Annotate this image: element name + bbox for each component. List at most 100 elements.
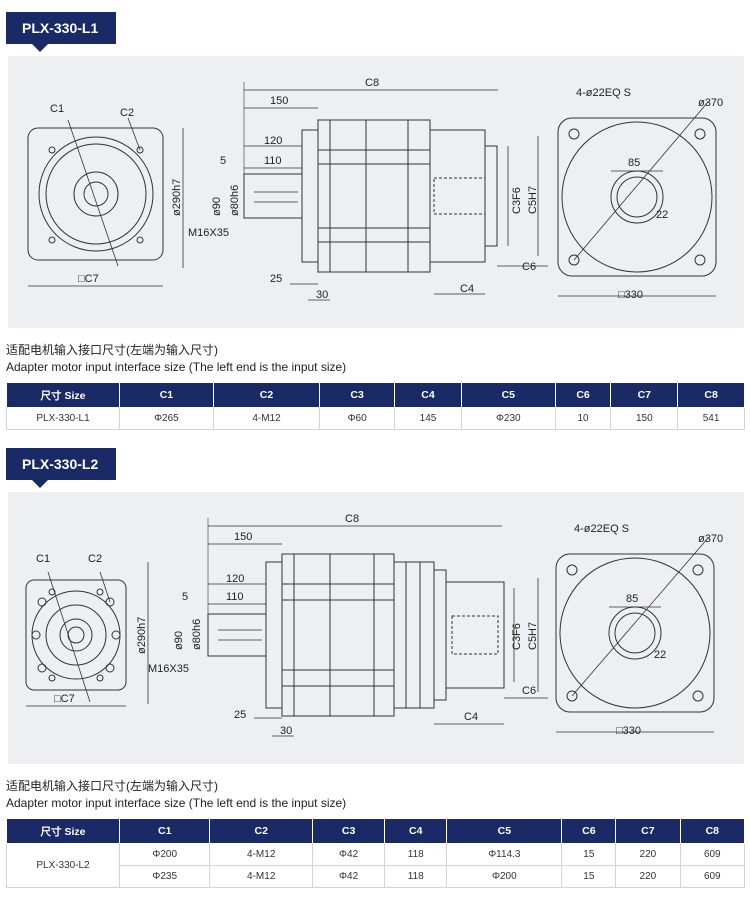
label-120: 120 — [264, 135, 282, 147]
label-c3f6: C3F6 — [511, 187, 523, 214]
label-120: 120 — [226, 573, 244, 585]
label-22: 22 — [656, 209, 668, 221]
label-330: □330 — [616, 725, 641, 737]
label-150: 150 — [270, 95, 288, 107]
header-cell: C4 — [394, 382, 462, 408]
header-cell: C3 — [319, 382, 396, 408]
label-d370: ø370 — [698, 533, 723, 545]
table-cell: Φ42 — [311, 865, 386, 888]
label-110: 110 — [264, 155, 282, 167]
header-cell: 尺寸 Size — [6, 818, 120, 844]
label-5: 5 — [220, 155, 226, 167]
table-cell: PLX-330-L1 — [6, 407, 120, 430]
label-c5h7: C5H7 — [527, 186, 539, 214]
spec-table: 尺寸 Size C1 C2 C3 C4 C5 C6 C7 C8 PLX-330-… — [6, 818, 746, 888]
table-cell: Φ200 — [118, 843, 211, 866]
header-cell: C7 — [610, 382, 679, 408]
label-c3f6: C3F6 — [511, 623, 523, 650]
table-row: PLX-330-L2 Φ200 4-M12 Φ42 118 Φ114.3 15 … — [6, 843, 746, 888]
header-cell: C8 — [677, 382, 745, 408]
technical-drawing: C1 C2 □C7 ø290h7 C8 150 120 5 110 ø90 ø8… — [25, 513, 723, 737]
table-cell: Φ235 — [118, 865, 211, 888]
table-cell: 118 — [384, 843, 448, 866]
label-22: 22 — [654, 649, 666, 661]
label-85: 85 — [628, 157, 640, 169]
label-c8: C8 — [345, 513, 359, 525]
label-d80: ø80h6 — [191, 619, 203, 650]
label-c8: C8 — [365, 77, 379, 89]
table-cell: 4-M12 — [209, 843, 313, 866]
table-cell: 10 — [554, 407, 612, 430]
input-bore — [73, 171, 119, 217]
label-c4: C4 — [464, 711, 478, 723]
output-flange-square — [555, 553, 715, 713]
table-cell: Φ60 — [319, 407, 396, 430]
table-cell: Φ114.3 — [446, 843, 563, 866]
input-bore — [59, 618, 93, 652]
label-30: 30 — [280, 725, 292, 737]
table-cell: 609 — [679, 865, 746, 888]
header-cell: C1 — [119, 382, 214, 408]
table-cell: 220 — [615, 843, 681, 866]
label-h7: ø290h7 — [136, 617, 148, 654]
label-c6: C6 — [522, 685, 536, 697]
label-25: 25 — [270, 273, 282, 285]
header-cell: C5 — [446, 818, 563, 844]
table-cell: 118 — [384, 865, 448, 888]
section-title-tag: PLX-330-L1 — [6, 12, 117, 52]
label-c7: □C7 — [54, 693, 75, 705]
header-cell: C5 — [460, 382, 556, 408]
header-cell: C1 — [118, 818, 211, 844]
table-cell: 4-M12 — [209, 865, 313, 888]
section-title-tag: PLX-330-L2 — [6, 448, 117, 488]
label-d370: ø370 — [698, 97, 723, 109]
table-header-row: 尺寸 Size C1 C2 C3 C4 C5 C6 C7 C8 — [6, 818, 746, 844]
table-cell: 145 — [394, 407, 462, 430]
label-d80: ø80h6 — [229, 185, 241, 216]
header-cell: C7 — [615, 818, 681, 844]
label-holes: 4-ø22EQ S — [576, 87, 631, 99]
table-cell: Φ230 — [460, 407, 556, 430]
table-cell: Φ42 — [311, 843, 386, 866]
label-25: 25 — [234, 709, 246, 721]
label-150: 150 — [234, 531, 252, 543]
table-cell: 541 — [677, 407, 745, 430]
label-c4: C4 — [460, 283, 474, 295]
header-cell: C8 — [679, 818, 746, 844]
label-c2: C2 — [88, 553, 102, 565]
label-5: 5 — [182, 591, 188, 603]
drawing-panel: C1 C2 □C7 ø290h7 C8 150 120 5 110 ø90 ø8… — [8, 56, 744, 328]
flange-square — [25, 579, 127, 691]
header-cell: C2 — [209, 818, 313, 844]
header-cell: C6 — [561, 818, 617, 844]
caption-cn: 适配电机输入接口尺寸(左端为输入尺寸) — [6, 779, 218, 793]
header-cell: C3 — [311, 818, 386, 844]
label-85: 85 — [626, 593, 638, 605]
label-c1: C1 — [36, 553, 50, 565]
table-cell: 15 — [561, 865, 617, 888]
header-cell: C4 — [384, 818, 448, 844]
label-c1: C1 — [50, 103, 64, 115]
table-cell: 150 — [610, 407, 679, 430]
label-c5h7: C5H7 — [527, 622, 539, 650]
label-d90: ø90 — [211, 197, 223, 216]
label-h7: ø290h7 — [171, 179, 183, 216]
drawing-panel: C1 C2 □C7 ø290h7 C8 150 120 5 110 ø90 ø8… — [8, 492, 744, 764]
table-cell: Φ265 — [119, 407, 214, 430]
label-330: □330 — [618, 289, 643, 301]
label-110: 110 — [226, 591, 244, 603]
label-holes: 4-ø22EQ S — [574, 523, 629, 535]
header-cell: C6 — [554, 382, 612, 408]
table-cell: 15 — [561, 843, 617, 866]
table-cell: 609 — [679, 843, 746, 866]
label-30: 30 — [316, 289, 328, 301]
label-c6: C6 — [522, 261, 536, 273]
label-d90: ø90 — [173, 631, 185, 650]
technical-drawing: C1 C2 □C7 ø290h7 C8 150 120 5 110 ø90 ø8… — [27, 77, 723, 301]
label-c2: C2 — [120, 107, 134, 119]
header-cell: 尺寸 Size — [6, 382, 120, 408]
table-cell: Φ200 — [446, 865, 563, 888]
caption-en: Adapter motor input interface size (The … — [6, 360, 347, 374]
label-m16: M16X35 — [148, 663, 189, 675]
label-m16: M16X35 — [188, 227, 229, 239]
